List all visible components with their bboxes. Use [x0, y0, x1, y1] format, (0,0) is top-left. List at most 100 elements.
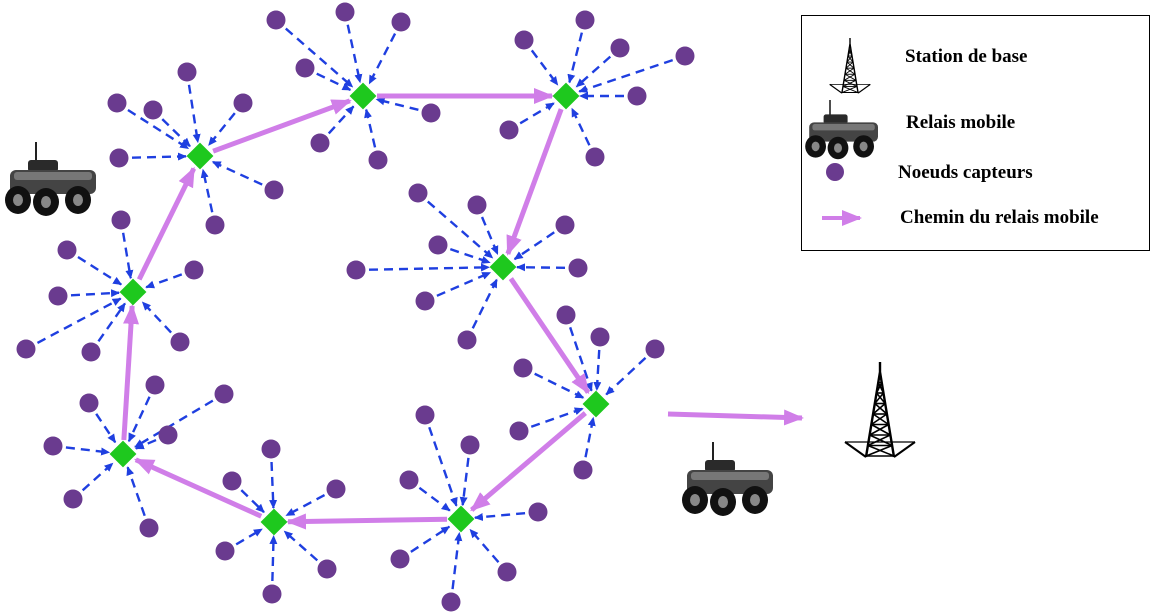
relay-path-segment — [136, 166, 197, 281]
sensor-node-icon — [556, 305, 576, 325]
sensor-node-icon — [262, 584, 282, 604]
sensor-node-icon — [421, 103, 441, 123]
sensor-node-icon — [399, 470, 419, 490]
sensor-link — [451, 531, 463, 590]
sensor-node-icon — [139, 518, 159, 538]
sensor-link — [515, 263, 566, 272]
cluster-head-icon — [489, 253, 517, 281]
sensor-link — [364, 108, 377, 148]
sensor-node-icon — [513, 358, 533, 378]
sensor-link — [211, 160, 263, 186]
sensor-link — [141, 301, 172, 334]
relay-path-segment — [508, 277, 591, 395]
cluster-head-icon — [260, 508, 288, 536]
sensor-link — [428, 426, 458, 507]
sensor-node-icon — [457, 330, 477, 350]
sensor-link — [285, 27, 354, 88]
sensor-node-icon — [177, 62, 197, 82]
sensor-node-icon — [57, 240, 77, 260]
sensor-node-icon — [585, 147, 605, 167]
sensor-link — [471, 278, 498, 329]
sensor-link — [418, 486, 451, 512]
sensor-node-icon — [391, 12, 411, 32]
sensor-node-icon — [467, 195, 487, 215]
sensor-link — [368, 33, 397, 85]
sensor-node-icon — [266, 10, 286, 30]
sensor-node-icon — [63, 489, 83, 509]
sensor-node-icon — [675, 46, 695, 66]
antenna-tower-icon — [844, 362, 916, 458]
legend-sensor-node-icon — [826, 163, 844, 181]
sensor-node-icon — [390, 549, 410, 569]
sensor-link — [375, 97, 419, 112]
sensor-link — [473, 511, 526, 521]
relay-to-base-arrow — [667, 409, 804, 426]
sensor-link — [436, 271, 492, 297]
sensor-node-icon — [460, 435, 480, 455]
sensor-node-icon — [310, 133, 330, 153]
sensor-node-icon — [16, 339, 36, 359]
robot-vehicle-icon — [5, 142, 96, 216]
sensor-node-icon — [43, 436, 63, 456]
sensor-link — [584, 416, 596, 458]
sensor-link — [145, 273, 183, 289]
sensor-link — [593, 349, 602, 392]
sensor-node-icon — [528, 502, 548, 522]
sensor-link — [578, 59, 674, 93]
sensor-links — [36, 24, 674, 590]
sensor-link — [519, 102, 555, 125]
sensor-link — [127, 396, 151, 443]
relay-path-segment — [121, 303, 140, 441]
sensor-node-icon — [214, 384, 234, 404]
sensor-node-icon — [575, 10, 595, 30]
sensor-node-icon — [107, 93, 127, 113]
cluster-head-icon — [582, 390, 610, 418]
sensor-link — [567, 32, 584, 84]
sensor-link — [269, 534, 278, 582]
relay-path-segment — [133, 457, 263, 519]
sensor-node-icon — [335, 2, 355, 22]
sensor-node-icon — [368, 150, 388, 170]
relay-path — [121, 88, 804, 530]
sensor-link — [513, 231, 555, 261]
legend: Station de base Relais mobile Noeuds cap… — [801, 15, 1150, 251]
sensor-node-icon — [233, 93, 253, 113]
sensor-node-icon — [215, 541, 235, 561]
sensor-link — [269, 461, 278, 510]
sensor-node-icon — [295, 58, 315, 78]
sensor-node-icon — [590, 327, 610, 347]
sensor-node-icon — [48, 286, 68, 306]
sensor-link — [449, 248, 491, 264]
sensor-node-icon — [627, 86, 647, 106]
sensor-link — [235, 528, 263, 546]
sensor-node-icon — [81, 342, 101, 362]
sensor-link — [530, 407, 584, 428]
sensor-node-icon — [205, 215, 225, 235]
sensor-link — [346, 24, 363, 84]
sensor-link — [240, 489, 265, 514]
sensor-node-icon — [645, 339, 665, 359]
sensor-link — [36, 297, 122, 344]
robot-vehicle-icon — [682, 442, 773, 516]
legend-base-station-icon — [829, 38, 871, 94]
sensor-link — [187, 84, 201, 144]
sensor-link — [95, 413, 117, 444]
sensor-node-icon — [509, 421, 529, 441]
antenna-tower-icon — [829, 38, 871, 94]
legend-sensor-nodes-label: Noeuds capteurs — [898, 162, 1033, 183]
legend-mobile-relay-icon — [805, 100, 878, 160]
sensor-node-icon — [555, 215, 575, 235]
sensor-link — [77, 255, 123, 286]
sensor-link — [469, 528, 500, 563]
sensor-node-icon — [428, 235, 448, 255]
sensor-node-icon — [109, 148, 129, 168]
sensor-node-icon — [568, 258, 588, 278]
sensor-node-icon — [415, 405, 435, 425]
relay-path-segment — [212, 98, 352, 154]
sensor-link — [569, 326, 593, 392]
cluster-head-icon — [349, 82, 377, 110]
sensor-link — [410, 525, 451, 553]
sensor-node-icon — [111, 210, 131, 230]
sensor-node-icon — [573, 460, 593, 480]
